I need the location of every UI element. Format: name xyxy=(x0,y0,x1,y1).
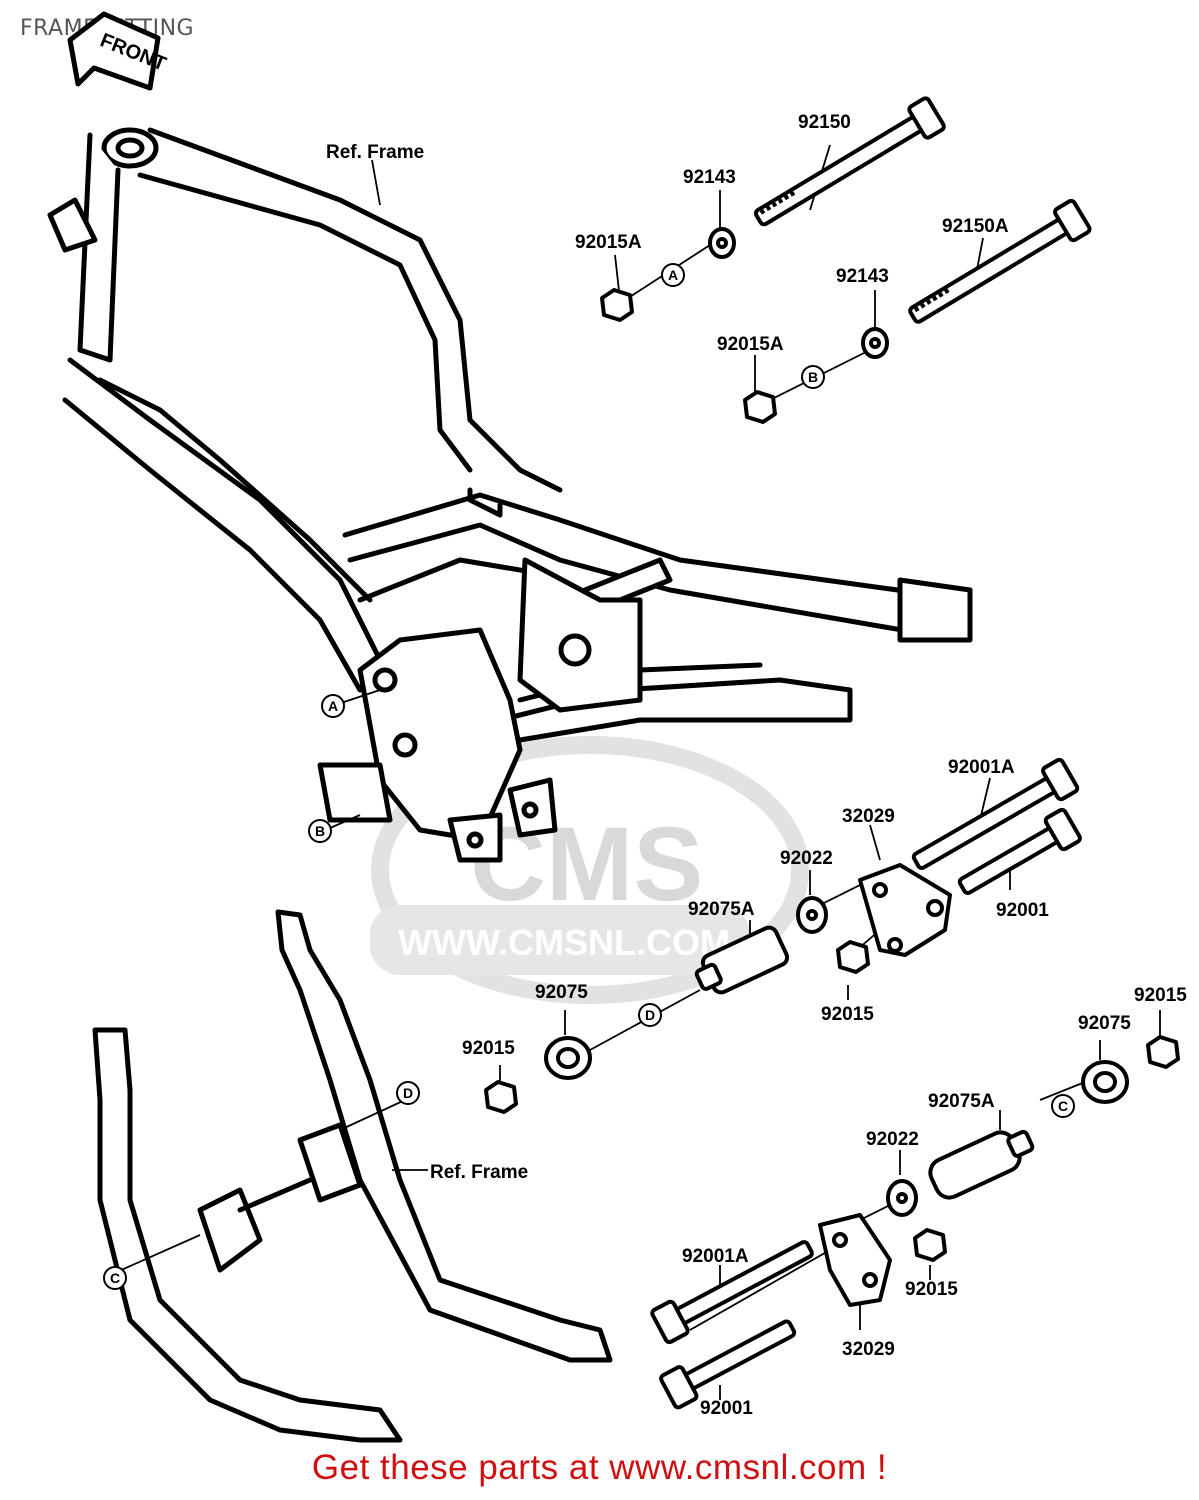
nut-92015A-b xyxy=(743,390,777,424)
bottom-fasteners xyxy=(650,1035,1180,1410)
svg-text:B: B xyxy=(808,369,818,385)
label-92143-a: 92143 xyxy=(683,167,736,188)
bolt-92001A-top xyxy=(911,757,1080,870)
nut-92015A-a xyxy=(600,288,634,322)
ref-marker-d-top: D xyxy=(638,1003,662,1027)
label-92015-left: 92015 xyxy=(462,1038,515,1059)
part-labels: 92150 92143 92015A 92150A 92143 92015A 9… xyxy=(462,112,1187,1419)
label-92075-right: 92075 xyxy=(1078,1013,1131,1034)
label-92150A: 92150A xyxy=(942,216,1009,237)
svg-text:C: C xyxy=(1058,1098,1068,1114)
label-92015-bottom: 92015 xyxy=(905,1279,958,1300)
label-92015A-a: 92015A xyxy=(575,232,642,253)
middle-fasteners xyxy=(484,757,1082,1114)
bolt-92150A xyxy=(908,198,1092,324)
ref-marker-b-top: B xyxy=(801,365,825,389)
main-frame xyxy=(47,127,973,863)
label-92015-right: 92015 xyxy=(1134,985,1187,1006)
ref-marker-a-frame: A xyxy=(321,694,345,718)
label-92143-b: 92143 xyxy=(836,266,889,287)
svg-text:A: A xyxy=(328,698,338,714)
svg-text:D: D xyxy=(645,1007,655,1023)
collar-92075A-bottom xyxy=(928,1129,1035,1200)
ref-marker-a-top: A xyxy=(661,263,685,287)
bracket-32029-bottom xyxy=(818,1213,892,1307)
nut-92015-right xyxy=(1146,1035,1180,1069)
label-92075A-bottom: 92075A xyxy=(928,1091,995,1112)
label-92015-mid: 92015 xyxy=(821,1004,874,1025)
label-92022-bottom: 92022 xyxy=(866,1129,919,1150)
lower-frame-rails xyxy=(92,909,613,1443)
label-32029-bottom: 32029 xyxy=(842,1339,895,1360)
watermark-url: WWW.CMSNL.COM xyxy=(398,922,730,963)
nut-92015-mid xyxy=(836,940,870,974)
bolt-92001-bottom xyxy=(659,1319,797,1410)
label-92015A-b: 92015A xyxy=(717,334,784,355)
label-92001A-top: 92001A xyxy=(948,757,1015,778)
svg-text:C: C xyxy=(110,1270,120,1286)
svg-text:A: A xyxy=(668,267,678,283)
front-arrow: FRONT xyxy=(67,11,169,91)
top-fasteners xyxy=(600,96,1092,424)
ref-marker-c-right: C xyxy=(1051,1094,1075,1118)
collar-92075A-top xyxy=(694,925,790,995)
bolt-92001A-bottom xyxy=(650,1240,814,1345)
label-92001-top: 92001 xyxy=(996,900,1049,921)
svg-text:B: B xyxy=(315,823,325,839)
label-92150: 92150 xyxy=(798,112,851,133)
watermark-logo: CMS xyxy=(470,806,703,923)
cms-watermark: CMS WWW.CMSNL.COM xyxy=(370,736,809,1004)
ref-marker-d-frame: D xyxy=(396,1081,420,1105)
nut-92015-left xyxy=(484,1080,518,1114)
ref-markers: A B A B D D C C xyxy=(103,263,1075,1290)
ref-marker-b-frame: B xyxy=(308,819,332,843)
label-92022-top: 92022 xyxy=(780,848,833,869)
svg-text:D: D xyxy=(403,1085,413,1101)
label-92075A-top: 92075A xyxy=(688,899,755,920)
footer-link[interactable]: Get these parts at www.cmsnl.com ! xyxy=(311,1448,888,1487)
nut-92015-bottom xyxy=(913,1228,947,1262)
ref-marker-c-frame: C xyxy=(103,1266,127,1290)
bolt-92150 xyxy=(753,96,946,227)
ref-frame-label-top: Ref. Frame xyxy=(326,142,424,163)
label-92001-bottom: 92001 xyxy=(700,1398,753,1419)
bolt-92001-top xyxy=(957,807,1082,895)
ref-frame-label-bottom: Ref. Frame xyxy=(430,1162,528,1183)
label-92001A-bottom: 92001A xyxy=(682,1246,749,1267)
label-32029-top: 32029 xyxy=(842,806,895,827)
label-92075-left: 92075 xyxy=(535,982,588,1003)
